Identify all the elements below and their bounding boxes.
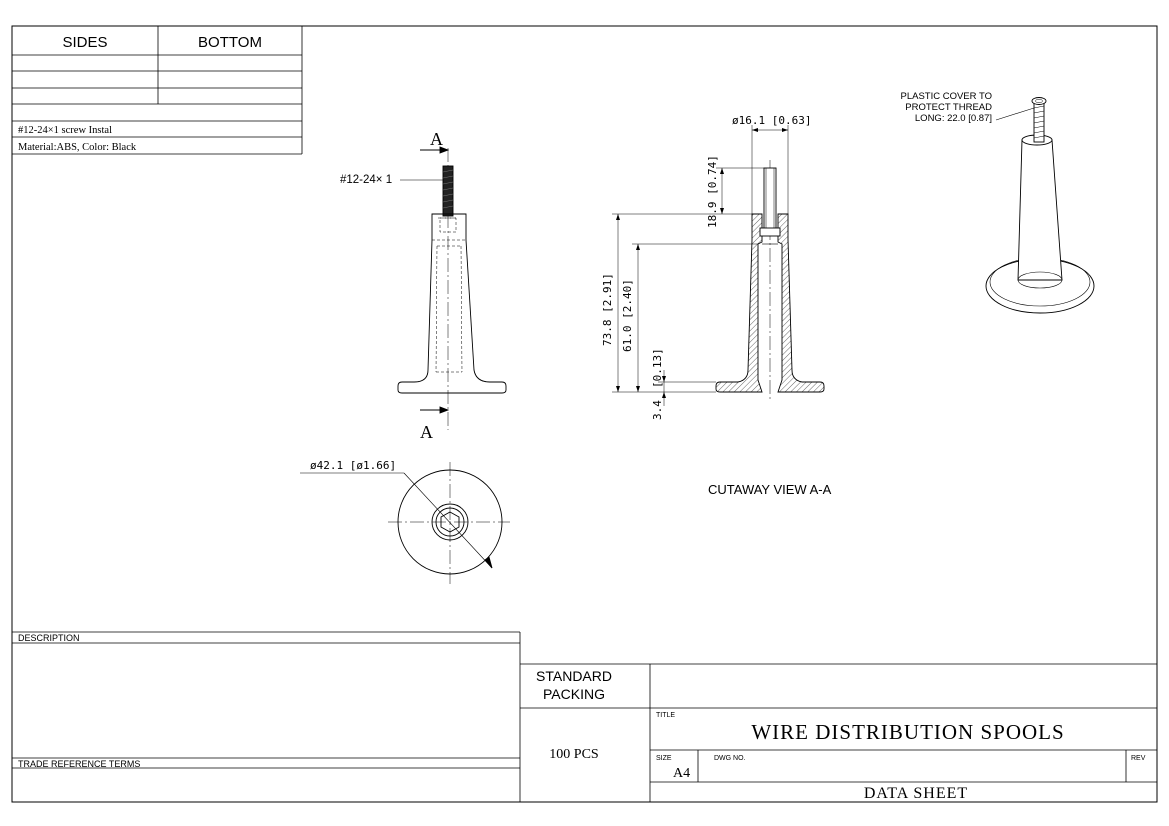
- drawing-border: [11, 25, 1158, 803]
- drawing-title: WIRE DISTRIBUTION SPOOLS: [751, 720, 1064, 744]
- section-mark-top: A: [430, 129, 443, 149]
- cutaway-view: [612, 125, 825, 406]
- table-header-sides: SIDES: [62, 34, 107, 51]
- note-material: Material:ABS, Color: Black: [18, 142, 137, 153]
- bottom-diameter-label: ø42.1 [ø1.66]: [310, 459, 396, 472]
- dim-flange-in: [0.13]: [651, 348, 664, 388]
- packing-quantity: 100 PCS: [549, 747, 598, 762]
- section-mark-bottom: A: [420, 422, 433, 442]
- dim-total-height: 73.8 [2.91]: [601, 273, 614, 346]
- size-label: SIZE: [656, 755, 672, 762]
- iso-note-line2: PROTECT THREAD: [905, 102, 992, 113]
- standard-packing-line2: PACKING: [543, 686, 605, 702]
- iso-note-line1: PLASTIC COVER TO: [900, 91, 992, 102]
- standard-packing-line1: STANDARD: [536, 668, 612, 684]
- rev-label: REV: [1131, 755, 1146, 762]
- revision-table: [12, 26, 303, 155]
- front-view: [397, 146, 507, 430]
- cutaway-caption: CUTAWAY VIEW A-A: [708, 482, 832, 497]
- bottom-view: [300, 462, 510, 584]
- thread-label: #12-24× 1: [340, 174, 392, 186]
- note-screw-install: #12-24×1 screw Instal: [18, 125, 112, 136]
- table-header-bottom: BOTTOM: [198, 34, 262, 51]
- title-block: [12, 631, 1157, 802]
- iso-note-line3: LONG: 22.0 [0.87]: [915, 113, 992, 124]
- dim-top-diameter: ø16.1 [0.63]: [732, 114, 811, 127]
- dim-bore-height: 61.0 [2.40]: [621, 279, 634, 352]
- isometric-view: [985, 97, 1095, 314]
- dim-flange-mm: 3.4: [651, 400, 664, 420]
- title-label: TITLE: [656, 712, 675, 719]
- dwg-no-label: DWG NO.: [714, 755, 746, 762]
- description-label: DESCRIPTION: [18, 633, 80, 643]
- size-value: A4: [673, 766, 690, 781]
- dim-thread-length: 18.9 [0.74]: [706, 155, 719, 228]
- sheet-type: DATA SHEET: [864, 785, 968, 802]
- trade-reference-label: TRADE REFERENCE TERMS: [18, 759, 140, 769]
